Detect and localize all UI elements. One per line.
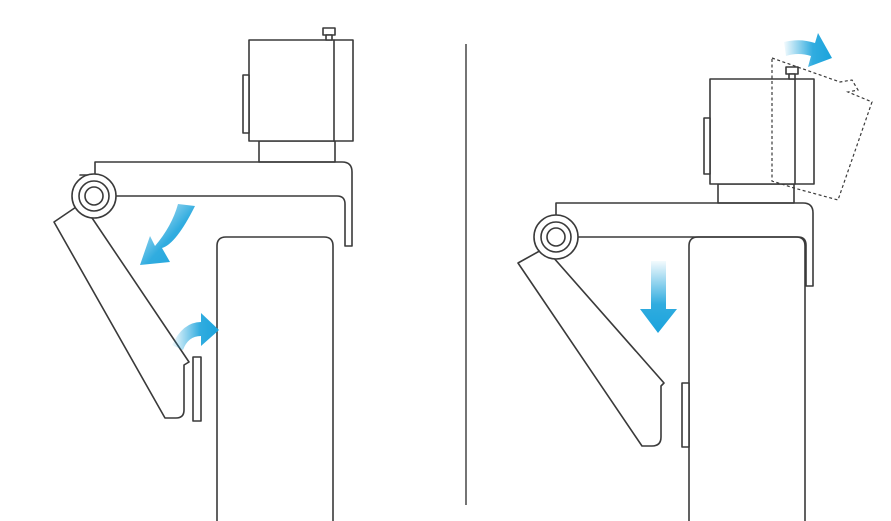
hinge-right [533, 214, 579, 260]
monitor-right [688, 236, 806, 521]
monitor-left [216, 236, 334, 521]
rotate-arm-down-arrow [140, 204, 195, 265]
camera-body-left [248, 39, 354, 142]
mount-arm-right [555, 202, 814, 287]
mount-leg-right [517, 247, 665, 447]
camera-button-right [785, 66, 799, 75]
push-down-arrow [640, 261, 677, 333]
mount-leg-left [53, 202, 190, 419]
camera-neck-right [717, 183, 795, 204]
tilt-camera-arrow [784, 33, 832, 67]
left-panel [53, 27, 354, 521]
camera-button-left [322, 27, 336, 36]
camera-lens-left [242, 74, 250, 134]
right-panel [517, 33, 873, 521]
camera-lens-right [703, 117, 711, 175]
hinge-left [71, 173, 117, 219]
hook-over-edge-arrow [172, 313, 219, 350]
foot-clip-right [681, 382, 690, 448]
camera-body-right [709, 78, 815, 185]
foot-clip-left [192, 356, 202, 422]
camera-neck-left [258, 140, 336, 163]
mount-arm-left [94, 161, 353, 247]
camera-tilted-outline [771, 57, 873, 201]
